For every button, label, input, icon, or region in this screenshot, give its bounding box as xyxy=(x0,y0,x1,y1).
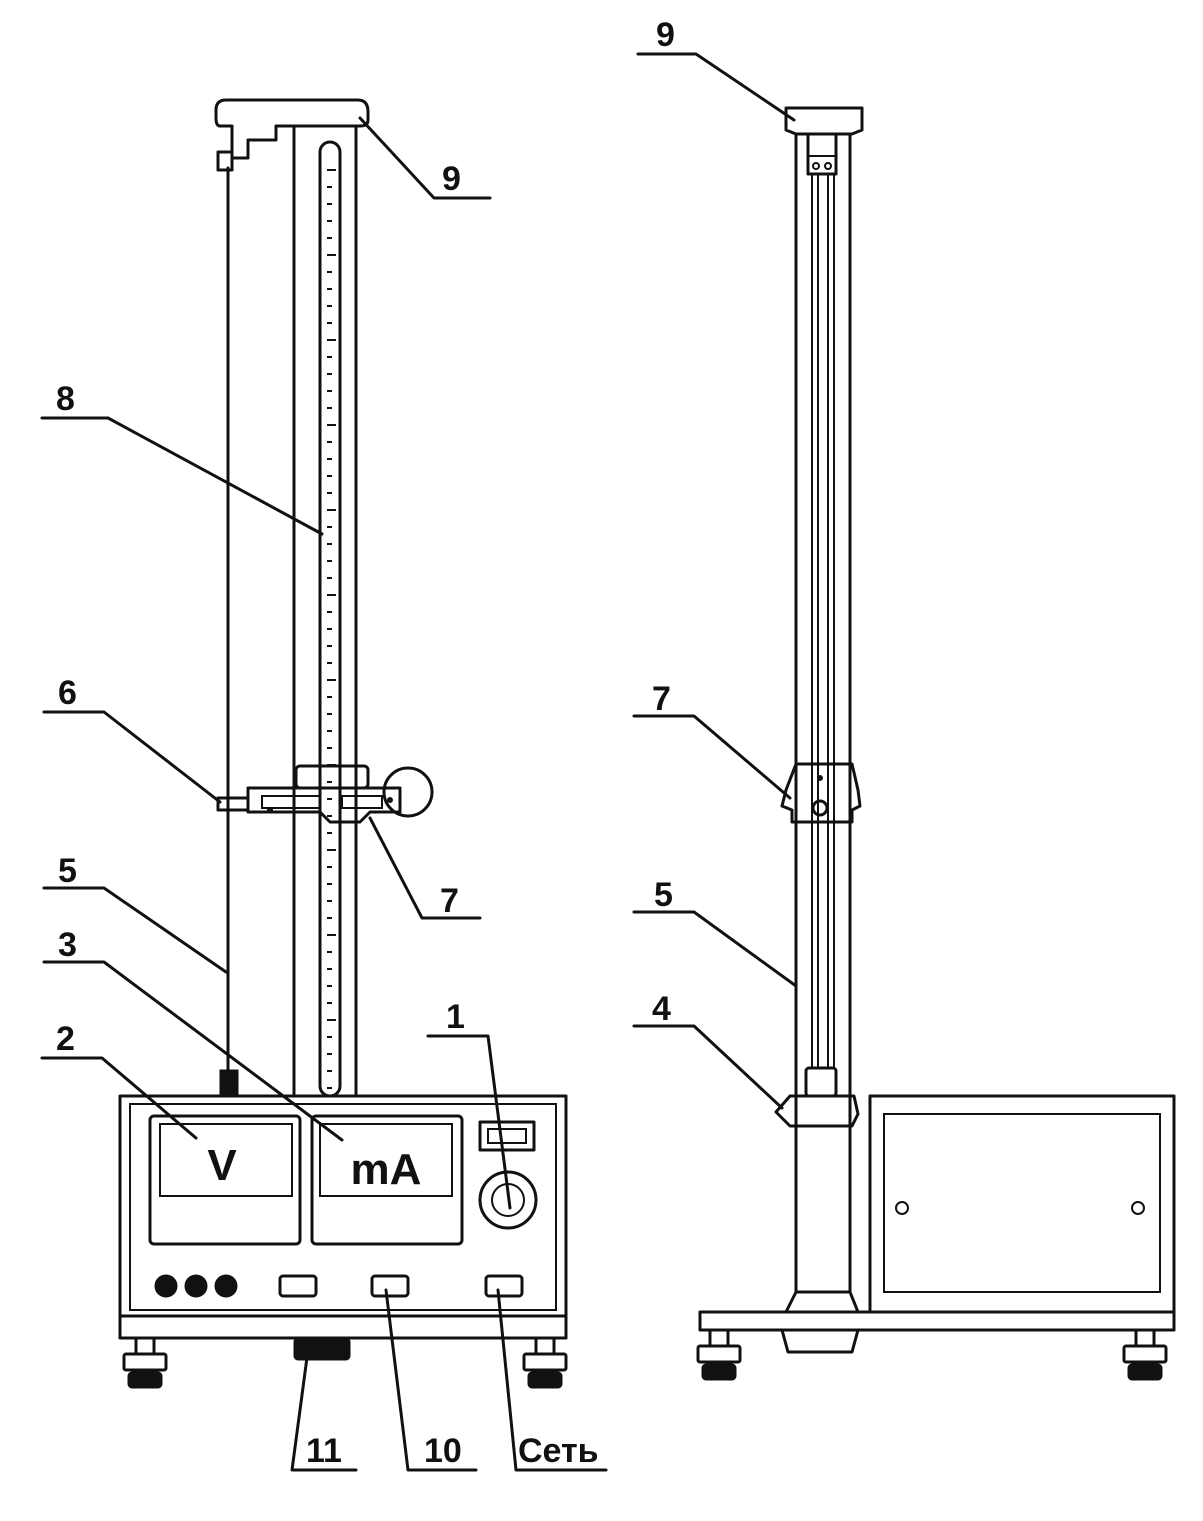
control-knob-outer xyxy=(478,1170,538,1230)
front-arm xyxy=(216,796,250,812)
callout-7-side: 7 xyxy=(652,680,671,718)
side-housing xyxy=(868,1094,1176,1314)
bottom-connector xyxy=(293,1337,351,1361)
milliammeter-window xyxy=(319,1123,453,1197)
front-carriage-inner xyxy=(261,795,321,809)
callout-6: 6 xyxy=(58,674,77,712)
front-foot-right-pad xyxy=(527,1371,563,1389)
callout-1: 1 xyxy=(446,998,465,1036)
side-base-plate xyxy=(698,1310,1176,1332)
terminal-2 xyxy=(184,1274,208,1298)
voltmeter-window xyxy=(159,1123,293,1197)
callout-11: 11 xyxy=(306,1432,342,1470)
leader-2 xyxy=(40,1056,198,1140)
leader-10 xyxy=(384,1288,478,1472)
callout-10: 10 xyxy=(424,1432,462,1470)
leader-8 xyxy=(40,416,324,536)
callout-9-front: 9 xyxy=(442,160,461,198)
front-pulley xyxy=(382,766,434,818)
side-housing-panel xyxy=(883,1113,1161,1293)
front-foot-left-pad xyxy=(127,1371,163,1389)
callout-2: 2 xyxy=(56,1020,75,1058)
front-housing-inner xyxy=(129,1103,557,1311)
leader-3 xyxy=(42,960,344,1142)
leader-5-front xyxy=(42,886,228,974)
side-foot-left-nut xyxy=(696,1344,742,1364)
milliammeter-label: mA xyxy=(351,1145,422,1194)
leader-5-side xyxy=(632,910,798,988)
side-carriage-hole xyxy=(811,799,829,817)
voltmeter-panel xyxy=(148,1114,302,1246)
front-foot-right-stem xyxy=(534,1336,556,1356)
front-view: V mA xyxy=(40,98,608,1472)
leader-9-front xyxy=(358,116,492,200)
side-foot-left-stem xyxy=(708,1328,730,1348)
front-foot-right-nut xyxy=(522,1352,568,1372)
side-clamp-body xyxy=(774,1094,860,1128)
leader-7-side xyxy=(632,714,792,800)
callout-5-side: 5 xyxy=(654,876,673,914)
side-top-hole-b xyxy=(824,162,832,170)
switch-10 xyxy=(370,1274,410,1298)
callout-net: Сеть xyxy=(518,1432,599,1470)
front-foot-left-nut xyxy=(122,1352,168,1372)
callout-3: 3 xyxy=(58,926,77,964)
leader-9-side xyxy=(636,52,796,122)
front-carriage-inner-right xyxy=(341,795,383,809)
side-top-cap xyxy=(784,106,864,136)
voltmeter-label: V xyxy=(207,1141,237,1190)
leader-1 xyxy=(426,1034,512,1210)
side-top-block xyxy=(806,132,838,176)
side-carriage-screw xyxy=(817,775,823,781)
front-carriage-body xyxy=(246,786,402,824)
front-housing-plinth xyxy=(118,1314,568,1340)
front-top-cap xyxy=(214,98,370,160)
leader-6 xyxy=(42,710,222,804)
callout-8: 8 xyxy=(56,380,75,418)
milliammeter-panel xyxy=(310,1114,464,1246)
switch-net xyxy=(484,1274,524,1298)
side-foot-left-pad xyxy=(701,1363,737,1381)
side-panel-screw-right xyxy=(1131,1201,1145,1215)
terminal-3 xyxy=(214,1274,238,1298)
front-small-display xyxy=(478,1120,536,1152)
side-foot-right-pad xyxy=(1127,1363,1163,1381)
side-panel-screw-left xyxy=(895,1201,909,1215)
side-column-base-flare xyxy=(784,1290,860,1314)
leader-11 xyxy=(290,1348,358,1472)
side-carriage xyxy=(780,762,862,824)
front-scale-ticks xyxy=(327,169,336,1089)
front-carriage-screw-a xyxy=(267,807,273,813)
front-small-display-inner xyxy=(487,1128,527,1144)
leader-net xyxy=(496,1288,608,1472)
front-column xyxy=(292,124,358,1098)
callout-5-front: 5 xyxy=(58,852,77,890)
callout-7-front: 7 xyxy=(440,882,459,920)
front-carriage-screw-b xyxy=(387,797,393,803)
leader-4 xyxy=(632,1024,784,1110)
side-column-bottom xyxy=(780,1328,860,1354)
switch-a xyxy=(278,1274,318,1298)
side-clamp-top xyxy=(804,1066,838,1098)
side-view: 9 7 5 4 xyxy=(632,16,1176,1381)
side-foot-right-nut xyxy=(1122,1344,1168,1364)
side-foot-right-stem xyxy=(1134,1328,1156,1348)
callout-4: 4 xyxy=(652,990,671,1028)
leader-7-front xyxy=(368,816,482,920)
front-cap-hook xyxy=(216,150,234,172)
terminal-1 xyxy=(154,1274,178,1298)
front-wire-clamp xyxy=(219,1069,239,1095)
front-foot-left-stem xyxy=(134,1336,156,1356)
side-top-hole-a xyxy=(812,162,820,170)
callout-9-side: 9 xyxy=(656,16,675,54)
